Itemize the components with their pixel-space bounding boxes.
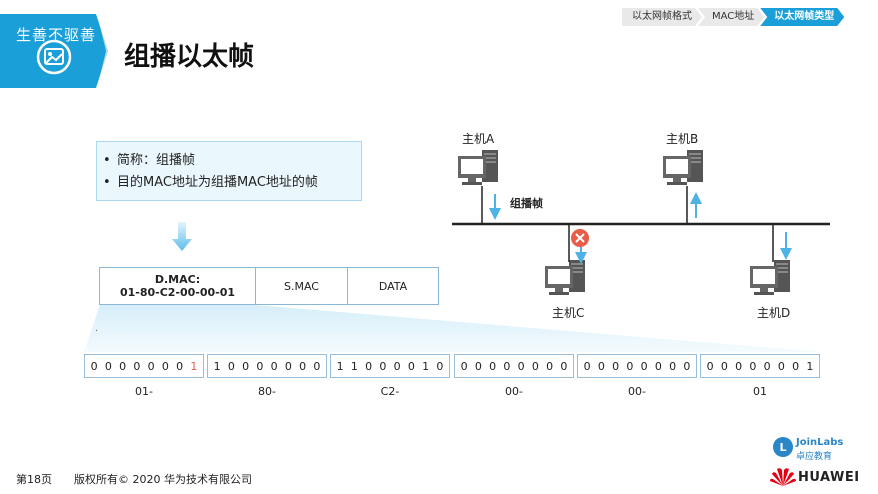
bit: 0 [669, 359, 677, 373]
host-b-computer-icon [663, 150, 703, 185]
bit: 0 [560, 359, 568, 373]
page-number: 第18页 [16, 473, 52, 486]
slogan-text: 生善不驱善 [16, 26, 97, 44]
bit: 1 [422, 359, 430, 373]
bit: 0 [176, 359, 184, 373]
bit: 0 [270, 359, 278, 373]
bit: 0 [460, 359, 468, 373]
host-c-label: 主机C [552, 306, 585, 320]
hex-byte-label: C2- [380, 385, 400, 398]
bit: 0 [597, 359, 605, 373]
joinlabs-subtitle: 卓应教育 [796, 452, 833, 462]
multicast-frame-label: 组播帧 [510, 197, 543, 210]
svg-text:L: L [779, 441, 786, 454]
bit: 0 [626, 359, 634, 373]
bit: 1 [213, 359, 221, 373]
bit: 0 [227, 359, 235, 373]
bit: 0 [683, 359, 691, 373]
joinlabs-logo-icon: L [773, 437, 793, 457]
bit: 0 [777, 359, 785, 373]
bit: 1 [336, 359, 344, 373]
bit: 0 [407, 359, 415, 373]
breadcrumb: 以太网帧格式 MAC地址 以太网帧类型 [622, 8, 844, 26]
breadcrumb-item-frame-type[interactable]: 以太网帧类型 [760, 8, 844, 26]
bit: 0 [612, 359, 620, 373]
drop-x-icon [571, 229, 589, 247]
bit: 0 [517, 359, 525, 373]
bit: 0 [119, 359, 127, 373]
bit: 0 [720, 359, 728, 373]
host-a-computer-icon [458, 150, 498, 185]
bullet-item: •目的MAC地址为组播MAC地址的帧 [103, 175, 318, 190]
bit: 0 [749, 359, 757, 373]
host-d-label: 主机D [757, 306, 791, 320]
bit: 0 [531, 359, 539, 373]
host-a-label: 主机A [462, 132, 495, 146]
bit: 0 [379, 359, 387, 373]
dmac-title: D.MAC: [154, 273, 201, 286]
bit: 0 [284, 359, 292, 373]
bit: 0 [313, 359, 321, 373]
dmac-cell: D.MAC: 01-80-C2-00-00-01 [100, 268, 256, 304]
copyright-text: 版权所有© 2020 华为技术有限公司 [74, 473, 252, 486]
down-arrow-icon [172, 222, 192, 251]
bit: 0 [706, 359, 714, 373]
bullet-item: •简称：组播帧 [103, 153, 196, 168]
bit: 1 [190, 359, 198, 373]
bit: 0 [436, 359, 444, 373]
bit: 0 [474, 359, 482, 373]
bit: 0 [654, 359, 662, 373]
bit: 0 [90, 359, 98, 373]
bit: 0 [640, 359, 648, 373]
bit: 0 [299, 359, 307, 373]
data-cell: DATA [378, 279, 408, 293]
huawei-logo-icon [770, 468, 796, 486]
small-mark: . [95, 323, 99, 334]
bit: 1 [350, 359, 358, 373]
bit: 1 [806, 359, 814, 373]
smac-cell: S.MAC [256, 268, 348, 304]
bit: 0 [147, 359, 155, 373]
definition-box: •简称：组播帧 •目的MAC地址为组播MAC地址的帧 [96, 141, 362, 201]
bit: 0 [583, 359, 591, 373]
bit: 0 [792, 359, 800, 373]
breadcrumb-item-frame-format[interactable]: 以太网帧格式 [622, 8, 702, 26]
bit: 0 [104, 359, 112, 373]
page-title: 组播以太帧 [124, 42, 255, 72]
breadcrumb-item-mac-address[interactable]: MAC地址 [698, 8, 764, 26]
section-logo-tab [0, 14, 108, 88]
host-d-computer-icon [750, 260, 790, 295]
bit: 0 [393, 359, 401, 373]
hex-byte-label: 01 [753, 385, 767, 398]
bit: 0 [161, 359, 169, 373]
bit: 0 [735, 359, 743, 373]
bit: 0 [503, 359, 511, 373]
bit: 0 [546, 359, 554, 373]
bit: 0 [489, 359, 497, 373]
joinlabs-name: JoinLabs [796, 437, 844, 448]
host-c-computer-icon [545, 260, 585, 295]
host-b-label: 主机B [666, 132, 699, 146]
hex-byte-label: 80- [258, 385, 276, 398]
hex-byte-label: 00- [505, 385, 523, 398]
bit: 0 [763, 359, 771, 373]
huawei-wordmark: HUAWEI [798, 470, 860, 485]
dmac-value: 01-80-C2-00-00-01 [119, 286, 236, 299]
image-icon [36, 39, 72, 75]
ethernet-frame-table: D.MAC: 01-80-C2-00-00-01 S.MAC DATA [99, 267, 439, 305]
bit: 0 [365, 359, 373, 373]
bit: 0 [133, 359, 141, 373]
bit: 0 [256, 359, 264, 373]
hex-byte-label: 00- [628, 385, 646, 398]
hex-byte-label: 01- [135, 385, 153, 398]
bit: 0 [242, 359, 250, 373]
